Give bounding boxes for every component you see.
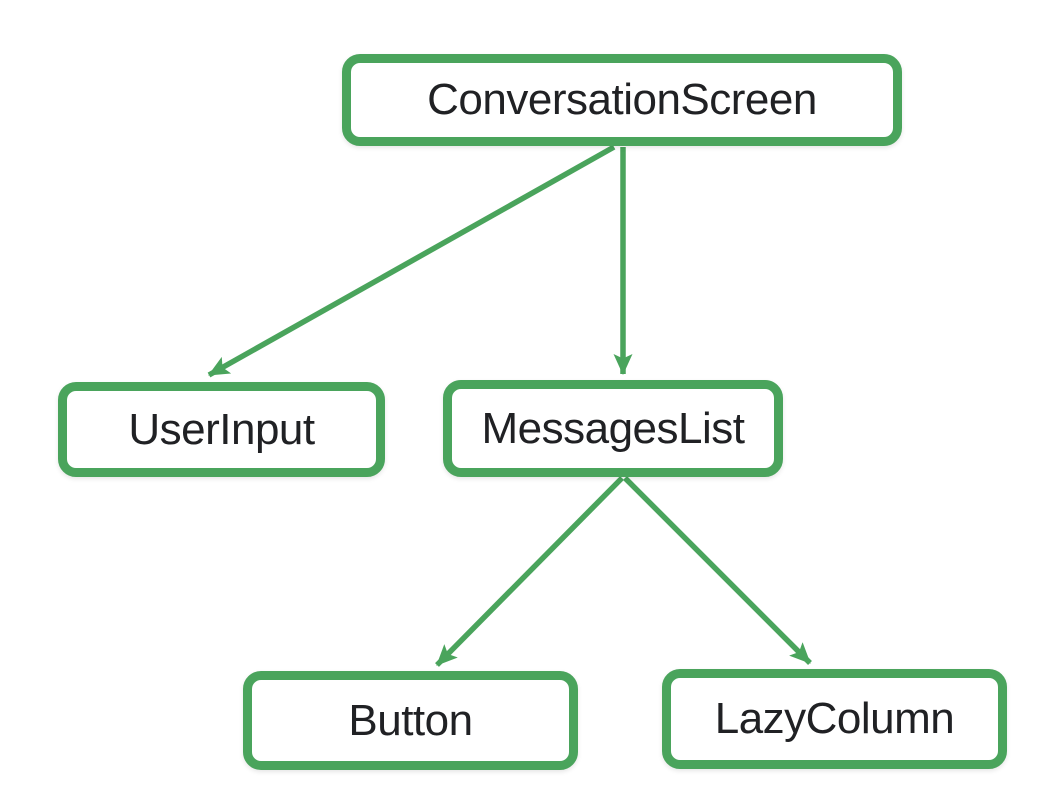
node-user-input-label: UserInput [128,404,315,454]
node-button: Button [243,671,578,770]
edge-messageslist-button [435,476,624,667]
node-messages-list-label: MessagesList [481,403,745,453]
node-user-input: UserInput [58,382,385,477]
node-conversation-screen: ConversationScreen [342,54,902,146]
edge-conversationscreen-userinput [207,144,616,378]
node-lazy-column-label: LazyColumn [714,694,955,743]
node-messages-list: MessagesList [443,380,783,477]
edge-messageslist-lazycolumn [623,476,812,665]
node-lazy-column: LazyColumn [662,669,1007,769]
node-button-label: Button [348,695,473,745]
node-conversation-screen-label: ConversationScreen [427,75,817,124]
